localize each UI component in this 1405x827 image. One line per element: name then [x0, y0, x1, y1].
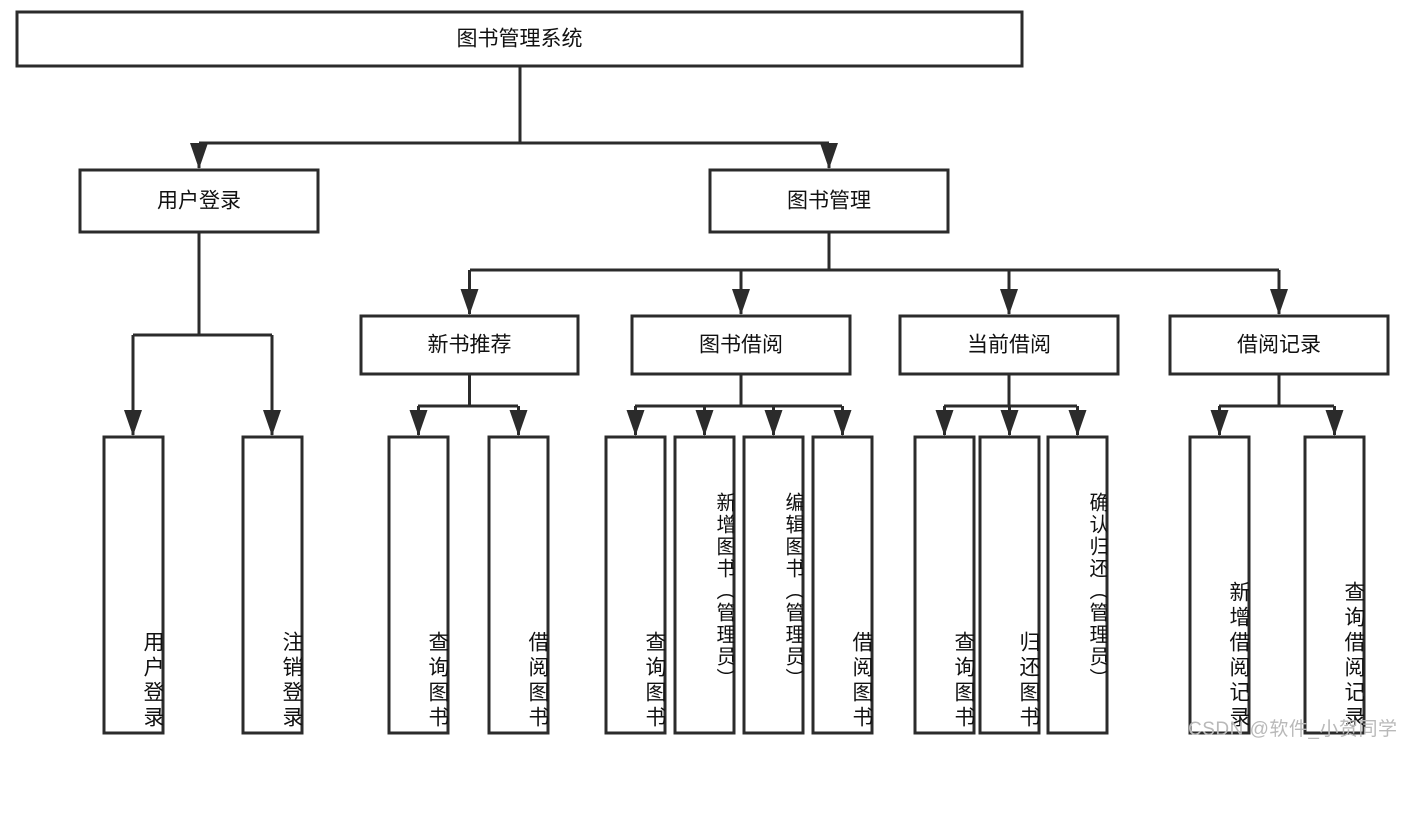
arrow-heads	[124, 143, 1344, 436]
node-leaf-box-12[interactable]	[1303, 435, 1366, 735]
node-leaf-box-4[interactable]	[604, 435, 667, 735]
node-level3-box-1[interactable]	[630, 314, 852, 376]
node-leaf-box-2[interactable]	[387, 435, 450, 735]
arrow-head-icon	[695, 410, 714, 436]
node-level3-label-2: 当前借阅	[967, 334, 1051, 357]
node-level2-box-0[interactable]	[78, 168, 320, 234]
node-leaf-box-7[interactable]	[811, 435, 874, 735]
arrow-head-icon	[409, 410, 428, 436]
arrow-head-icon	[460, 289, 479, 315]
arrow-head-icon	[1000, 410, 1019, 436]
arrow-head-icon	[935, 410, 954, 436]
node-leaf-box-10[interactable]	[1046, 435, 1109, 735]
node-leaf-box-8[interactable]	[913, 435, 976, 735]
arrow-head-icon	[1068, 410, 1087, 436]
arrow-head-icon	[764, 410, 783, 436]
connector-lines	[131, 66, 1336, 435]
node-leaf-box-11[interactable]	[1188, 435, 1251, 735]
arrow-head-icon	[1325, 410, 1344, 436]
arrow-head-icon	[124, 410, 142, 436]
node-leaf-box-6[interactable]	[742, 435, 805, 735]
flowchart-diagram: 图书管理系统用户登录图书管理新书推荐图书借阅当前借阅借阅记录 用户登录注销登录查…	[15, 10, 1398, 740]
arrow-head-icon	[509, 410, 528, 436]
node-leaf-box-0[interactable]	[102, 435, 165, 735]
node-level3-label-3: 借阅记录	[1237, 334, 1321, 357]
node-leaf-box-3[interactable]	[487, 435, 550, 735]
node-leaf-box-1[interactable]	[241, 435, 304, 735]
node-level3-label-0: 新书推荐	[428, 334, 512, 357]
arrow-head-icon	[1000, 289, 1018, 315]
node-level2-label-0: 用户登录	[157, 190, 241, 213]
arrow-head-icon	[820, 143, 838, 169]
node-level3-box-2[interactable]	[898, 314, 1120, 376]
node-level2-box-1[interactable]	[708, 168, 950, 234]
arrow-head-icon	[732, 289, 750, 315]
node-level2-label-1: 图书管理	[787, 190, 871, 213]
node-leaf-box-9[interactable]	[978, 435, 1041, 735]
arrow-head-icon	[190, 143, 208, 169]
arrow-head-icon	[1270, 289, 1288, 315]
node-level3-label-1: 图书借阅	[699, 334, 783, 357]
node-root-label: 图书管理系统	[457, 28, 583, 51]
node-leaf-box-5[interactable]	[673, 435, 736, 735]
node-level3-box-3[interactable]	[1168, 314, 1390, 376]
node-level3-box-0[interactable]	[359, 314, 580, 376]
node-root-box[interactable]	[15, 10, 1024, 68]
node-boxes	[15, 10, 1390, 735]
csdn-watermark: CSDN @软件_小贺同学	[1188, 719, 1398, 740]
arrow-head-icon	[1210, 410, 1229, 436]
arrow-head-icon	[833, 410, 852, 436]
arrow-head-icon	[263, 410, 281, 436]
arrow-head-icon	[626, 410, 645, 436]
